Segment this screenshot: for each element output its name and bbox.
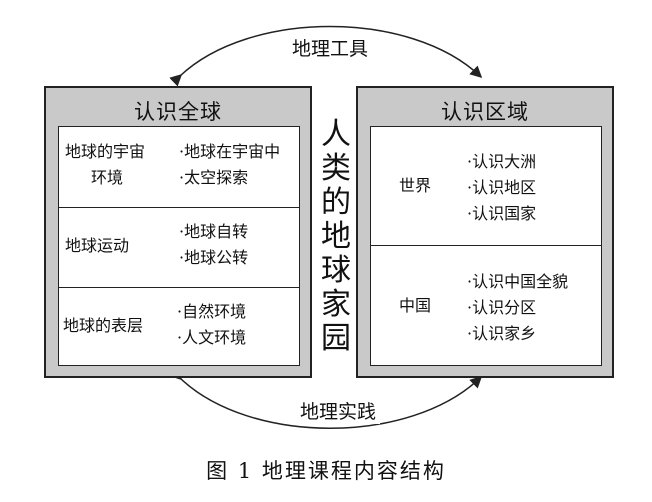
bullet-item: ·太空探索 bbox=[179, 168, 249, 187]
section-bullets: ·地球在宇宙中 ·太空探索 bbox=[179, 139, 280, 191]
bullet-item: ·自然环境 bbox=[177, 302, 247, 321]
section-bullets: ·自然环境 ·人文环境 bbox=[177, 299, 246, 351]
right-section-1: 世界 ·认识大洲 ·认识地区 ·认识国家 bbox=[371, 127, 601, 245]
section-label: 地球的宇宙 环境 bbox=[65, 142, 146, 187]
bullet-item: ·认识地区 bbox=[467, 178, 537, 197]
left-panel: 认识全球 地球的宇宙 环境 ·地球在宇宙中 ·太空探索 地球运动 ·地球自转 ·… bbox=[44, 86, 312, 378]
bullet-item: ·地球在宇宙中 bbox=[179, 142, 281, 161]
bullet-item: ·认识中国全貌 bbox=[467, 272, 569, 291]
right-panel-title: 认识区域 bbox=[441, 100, 529, 124]
section-label: 世界 bbox=[399, 176, 432, 195]
divider bbox=[59, 287, 299, 288]
center-title: 人 类 的 地 球 家 园 bbox=[321, 117, 351, 356]
left-section-1: 地球的宇宙 环境 ·地球在宇宙中 ·太空探索 bbox=[59, 127, 299, 207]
section-label: 中国 bbox=[399, 296, 432, 315]
top-arc-label: 地理工具 bbox=[288, 34, 373, 61]
section-bullets: ·地球自转 ·地球公转 bbox=[179, 219, 248, 271]
right-panel-body: 世界 ·认识大洲 ·认识地区 ·认识国家 中国 ·认识中国全貌 ·认识分区 ·认… bbox=[370, 126, 602, 366]
right-section-2: 中国 ·认识中国全貌 ·认识分区 ·认识家乡 bbox=[371, 245, 601, 367]
bullet-item: ·认识家乡 bbox=[467, 324, 537, 343]
top-arc bbox=[169, 25, 483, 87]
bottom-arc bbox=[169, 367, 483, 429]
divider bbox=[371, 245, 601, 246]
figure-caption: 图 1 地理课程内容结构 bbox=[206, 459, 446, 483]
section-label: 地球的表层 bbox=[63, 316, 144, 335]
right-panel: 认识区域 世界 ·认识大洲 ·认识地区 ·认识国家 中国 ·认识中国全貌 ·认识… bbox=[356, 86, 614, 378]
section-bullets: ·认识中国全貌 ·认识分区 ·认识家乡 bbox=[467, 269, 568, 347]
left-panel-title: 认识全球 bbox=[134, 100, 222, 124]
section-bullets: ·认识大洲 ·认识地区 ·认识国家 bbox=[467, 149, 536, 227]
bullet-item: ·认识大洲 bbox=[467, 152, 537, 171]
bullet-item: ·认识国家 bbox=[467, 204, 537, 223]
divider bbox=[59, 207, 299, 208]
bottom-arc-label: 地理实践 bbox=[296, 397, 381, 424]
section-label: 地球运动 bbox=[65, 236, 130, 255]
bullet-item: ·认识分区 bbox=[467, 298, 537, 317]
left-panel-body: 地球的宇宙 环境 ·地球在宇宙中 ·太空探索 地球运动 ·地球自转 ·地球公转 … bbox=[58, 126, 300, 366]
bullet-item: ·地球自转 bbox=[179, 222, 249, 241]
bullet-item: ·地球公转 bbox=[179, 248, 249, 267]
left-section-3: 地球的表层 ·自然环境 ·人文环境 bbox=[59, 287, 299, 367]
bullet-item: ·人文环境 bbox=[177, 328, 247, 347]
left-section-2: 地球运动 ·地球自转 ·地球公转 bbox=[59, 207, 299, 287]
